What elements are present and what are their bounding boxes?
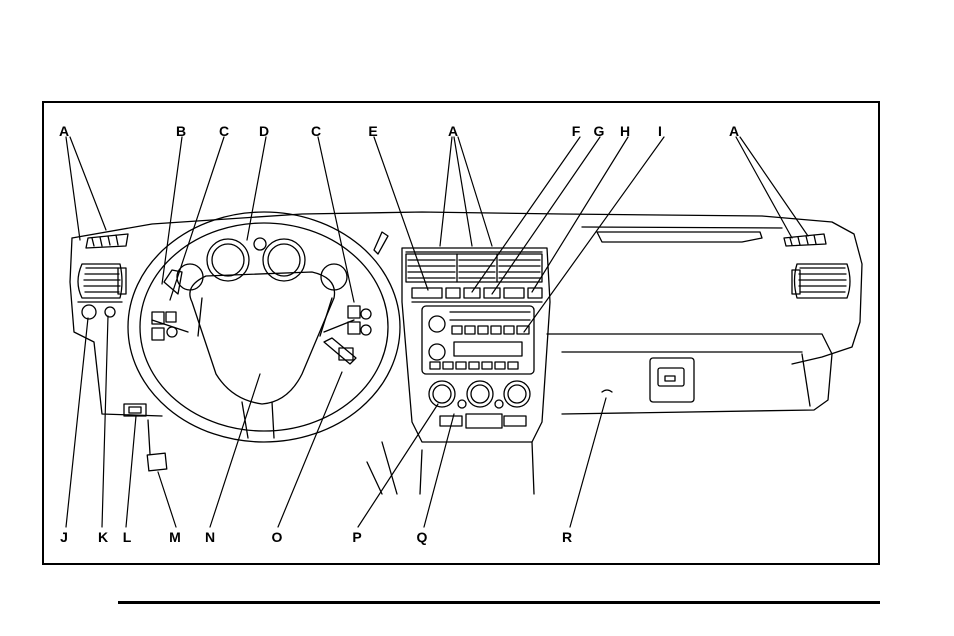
steering-wheel: [128, 212, 400, 442]
callout-label: A: [729, 124, 739, 138]
callout-label: N: [205, 530, 215, 544]
left-vent: [78, 234, 146, 416]
callout-label: D: [259, 124, 269, 138]
page-divider: [118, 601, 880, 604]
callout-label: J: [60, 530, 68, 544]
callout-label: C: [219, 124, 229, 138]
callout-label: C: [311, 124, 321, 138]
callout-label: F: [572, 124, 581, 138]
callout-label: K: [98, 530, 108, 544]
center-stack: [402, 248, 550, 442]
pedals: [147, 420, 167, 471]
instrument-panel-drawing: [44, 103, 878, 563]
callout-label: P: [352, 530, 361, 544]
callout-label: A: [59, 124, 69, 138]
callout-label: G: [594, 124, 605, 138]
callout-label: M: [169, 530, 181, 544]
callout-label: H: [620, 124, 630, 138]
callout-label: L: [123, 530, 132, 544]
right-vent: [784, 234, 850, 298]
callout-label: E: [368, 124, 377, 138]
instrument-panel-figure: A B C D C E A F G H I A J K L M N O P Q …: [42, 101, 880, 565]
callout-label: A: [448, 124, 458, 138]
callout-label: Q: [417, 530, 428, 544]
callout-label: O: [272, 530, 283, 544]
callout-label: B: [176, 124, 186, 138]
callout-label: R: [562, 530, 572, 544]
callout-label: I: [658, 124, 662, 138]
